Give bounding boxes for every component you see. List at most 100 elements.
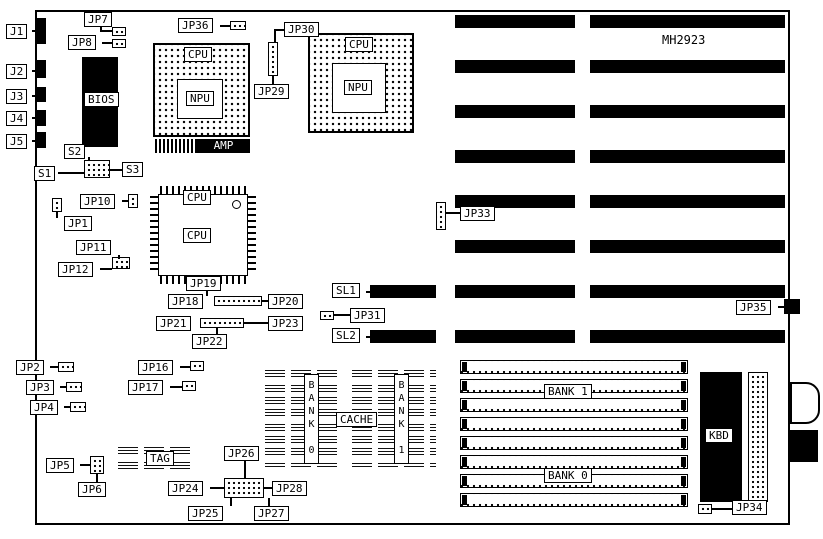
isa-slot (455, 240, 575, 253)
jumper-jp33-block (436, 202, 446, 230)
jumper-jp25-label: JP25 (188, 506, 223, 521)
jumper-jp8-block (112, 39, 126, 48)
qfp-pins-right (248, 196, 256, 274)
wire (56, 212, 58, 218)
qfp-pins-left (150, 196, 158, 274)
wire (366, 336, 370, 338)
wire (32, 95, 37, 97)
wire (170, 386, 182, 388)
jumper-jp23-label: JP23 (268, 316, 303, 331)
qfp-cpu-center-label: CPU (183, 228, 211, 243)
slot-sl2-label: SL2 (332, 328, 360, 343)
simm-socket (460, 360, 688, 374)
amp-hatch (155, 139, 197, 153)
wire (274, 29, 276, 42)
cpu-socket-1-label: CPU (184, 47, 212, 62)
wire (230, 498, 232, 506)
jumper-jp21-jp23-block (200, 318, 244, 328)
connector-j4-block (37, 110, 46, 126)
jumper-jp16-block (190, 361, 204, 371)
part-number: MH2923 (662, 33, 706, 47)
cache-bank1-label: BANK 1 (394, 374, 409, 464)
isa-slot (455, 15, 575, 28)
jumper-jp26-label: JP26 (224, 446, 259, 461)
jumper-jp36-block (230, 21, 246, 30)
wire (50, 366, 58, 368)
isa-slot (455, 105, 575, 118)
isa-slot (590, 150, 785, 163)
connector-j1-block (37, 18, 46, 44)
jumper-jp28-label: JP28 (272, 481, 307, 496)
tag-label: TAG (146, 451, 174, 466)
connector-j5-block (37, 132, 46, 148)
connector-j3-block (37, 87, 46, 102)
jumper-jp11-label: JP11 (76, 240, 111, 255)
jumper-jp17-block (182, 381, 196, 391)
power-connector-block (788, 430, 818, 462)
wire (102, 42, 112, 44)
jumper-jp12-label: JP12 (58, 262, 93, 277)
bios-label: BIOS (84, 92, 119, 107)
wire (122, 200, 128, 202)
wire (206, 291, 208, 296)
simm-bank0-label: BANK 0 (544, 468, 592, 483)
wire (216, 328, 218, 334)
kbd-label: KBD (705, 428, 733, 443)
wire (446, 212, 460, 214)
jumper-jp10-block (128, 194, 138, 208)
slot-sl1-label: SL1 (332, 283, 360, 298)
wire (210, 487, 224, 489)
wire (244, 461, 246, 478)
jumper-jp8-label: JP8 (68, 35, 96, 50)
wire (110, 169, 122, 171)
jumper-jp11-jp12-block (112, 257, 130, 269)
jumper-jp34-label: JP34 (732, 500, 767, 515)
wire (244, 322, 268, 324)
jumper-jp18-jp20-block (214, 296, 262, 306)
isa-slot (590, 330, 785, 343)
cache-bank0-label: BANK 0 (304, 374, 319, 464)
jumper-jp3-label: JP3 (26, 380, 54, 395)
jumper-jp19-label: JP19 (186, 276, 221, 291)
wire (100, 268, 112, 270)
connector-j1-label: J1 (6, 24, 28, 39)
simm-socket (460, 436, 688, 450)
npu-socket-1-label: NPU (186, 91, 214, 106)
jumper-jp18-label: JP18 (168, 294, 203, 309)
jumper-jp7-block (112, 27, 126, 36)
wire (712, 508, 732, 510)
jumper-jp10-label: JP10 (80, 194, 115, 209)
jumper-jp5-label: JP5 (46, 458, 74, 473)
simm-socket (460, 455, 688, 469)
simm-socket (460, 398, 688, 412)
jumper-jp21-label: JP21 (156, 316, 191, 331)
wire (264, 487, 272, 489)
slot-sl2-bar (370, 330, 436, 343)
switch-s1-label: S1 (34, 166, 56, 181)
wire (366, 291, 370, 293)
jumper-jp31-label: JP31 (350, 308, 385, 323)
simm-socket (460, 493, 688, 507)
switch-s3-label: S3 (122, 162, 144, 177)
jumper-jp22-label: JP22 (192, 334, 227, 349)
wire (32, 117, 37, 119)
jumper-jp24-jp28-block (224, 478, 264, 498)
wire (96, 474, 98, 482)
isa-slot (455, 285, 575, 298)
wire (268, 498, 270, 506)
jumper-jp6-label: JP6 (78, 482, 106, 497)
jumper-jp27-label: JP27 (254, 506, 289, 521)
isa-slot (590, 240, 785, 253)
isa-slot (590, 15, 785, 28)
wire (118, 255, 120, 259)
switch-block (84, 160, 110, 178)
jumper-jp1-label: JP1 (64, 216, 92, 231)
wire (32, 140, 37, 142)
wire (80, 464, 90, 466)
wire (262, 300, 268, 302)
jumper-jp16-label: JP16 (138, 360, 173, 375)
jumper-jp2-label: JP2 (16, 360, 44, 375)
wire (32, 30, 37, 32)
jumper-jp2-block (58, 362, 74, 372)
